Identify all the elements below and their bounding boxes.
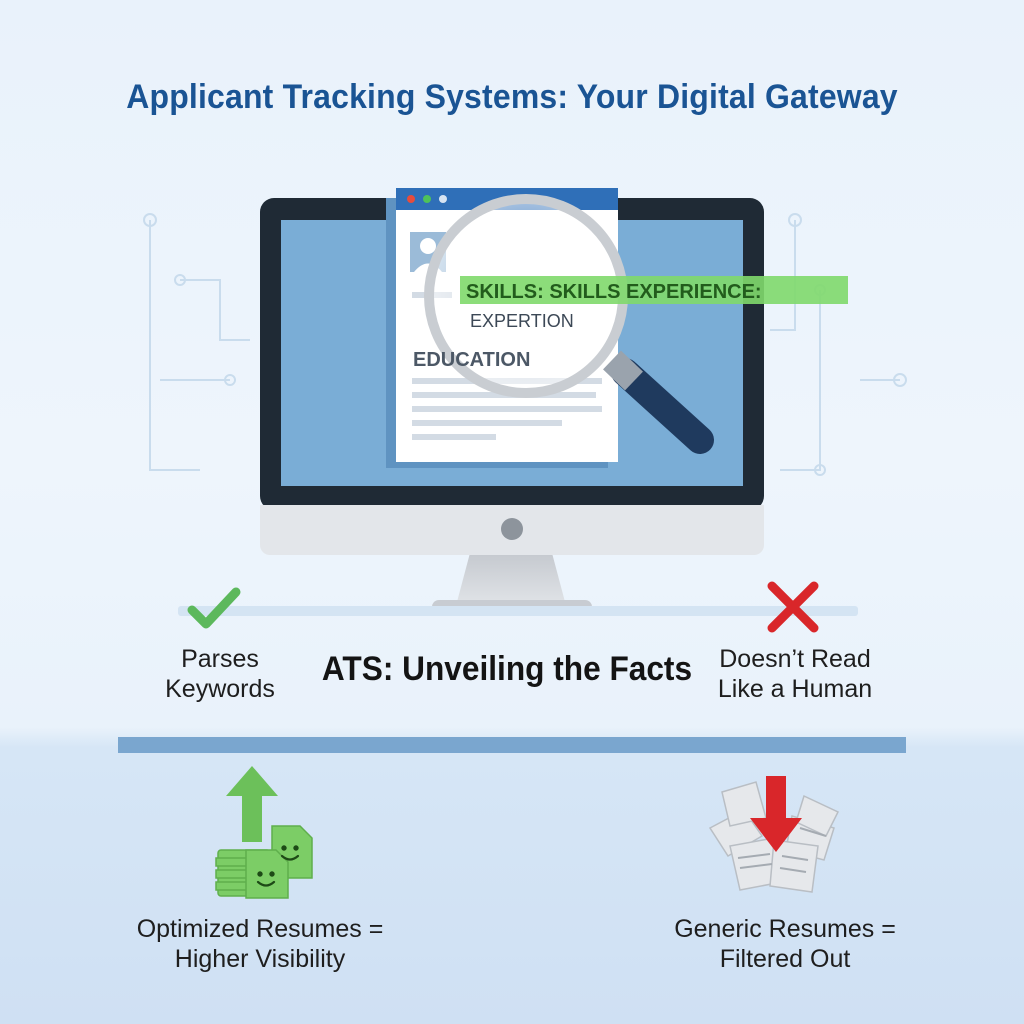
outcome-optimized: Optimized Resumes = Higher Visibility bbox=[110, 914, 410, 974]
outcome-generic-line-2: Filtered Out bbox=[719, 945, 851, 973]
fact-pro-line-1: Parses bbox=[181, 645, 259, 673]
fact-doesnt-read-like-human: Doesn’t Read Like a Human bbox=[700, 644, 890, 704]
fact-parses-keywords: Parses Keywords bbox=[150, 644, 290, 704]
monitor-illustration: SKILLS: SKILLS EXPERIENCE: EXPERTION EDU… bbox=[260, 188, 848, 614]
fact-pro-line-2: Keywords bbox=[165, 675, 275, 703]
experience-label: EXPERTION bbox=[470, 311, 574, 331]
fact-con-line-2: Like a Human bbox=[717, 675, 873, 703]
fact-con-line-1: Doesn’t Read bbox=[719, 645, 871, 673]
happy-documents-icon bbox=[215, 825, 313, 899]
shelf-line bbox=[178, 606, 858, 616]
outcome-generic: Generic Resumes = Filtered Out bbox=[640, 914, 930, 974]
check-icon bbox=[187, 587, 241, 629]
outcome-generic-line-1: Generic Resumes = bbox=[674, 915, 896, 943]
section-divider bbox=[118, 737, 906, 753]
up-arrow-icon bbox=[226, 766, 278, 842]
cross-icon bbox=[767, 581, 819, 633]
education-label: EDUCATION bbox=[413, 349, 530, 371]
down-arrow-icon bbox=[750, 776, 802, 852]
highlight-text: SKILLS: SKILLS EXPERIENCE: bbox=[466, 281, 762, 303]
outcome-optimized-line-1: Optimized Resumes = bbox=[136, 915, 384, 943]
outcome-optimized-line-2: Higher Visibility bbox=[174, 945, 346, 973]
page-title: Applicant Tracking Systems: Your Digital… bbox=[126, 78, 898, 116]
facts-heading: ATS: Unveiling the Facts bbox=[321, 650, 693, 688]
crumpled-papers-icon bbox=[708, 776, 840, 893]
